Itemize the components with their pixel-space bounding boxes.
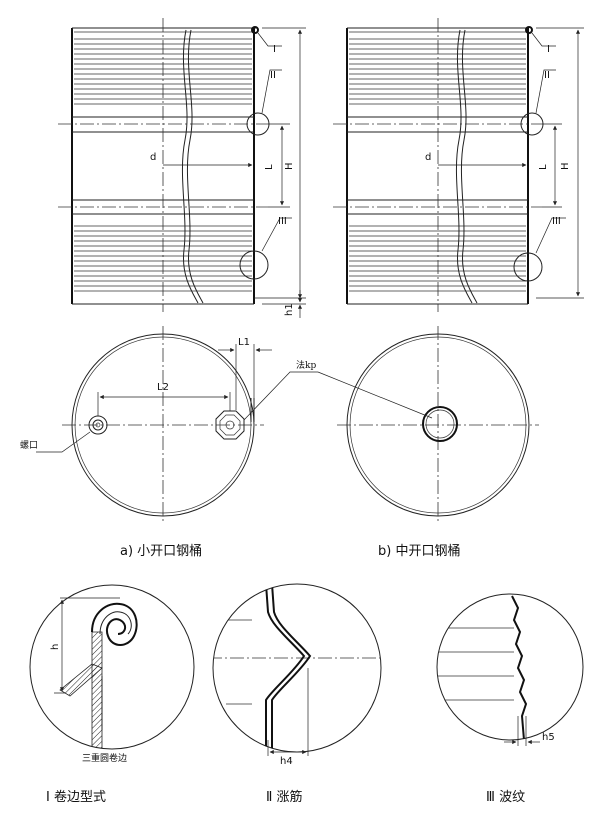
caption-detail-III: Ⅲ 波纹 — [486, 790, 525, 805]
detail-III-dim-h5: h5 — [542, 732, 555, 743]
drum-b-marker-II: II — [544, 70, 550, 81]
detail-II-dim-h4: h4 — [280, 756, 293, 767]
note-small-opening: 螺口 — [20, 440, 38, 451]
caption-mid-opening-drum: b) 中开口钢桶 — [378, 544, 460, 559]
drum-b-marker-I: I — [547, 44, 550, 55]
detail-II-rolling-hoop: h4 — [212, 583, 382, 767]
drum-a-dim-L1: L1 — [238, 337, 250, 348]
caption-detail-II: Ⅱ 涨筋 — [266, 789, 303, 805]
drum-b-dim-L: L — [538, 164, 549, 170]
note-mid-opening: 法kp — [296, 359, 316, 371]
drum-a-dim-L2: L2 — [157, 382, 169, 393]
drum-a-bottom-corrugation — [74, 225, 252, 292]
drum-a-marker-II: II — [270, 70, 276, 81]
detail-I-dim-h: h — [50, 644, 61, 650]
large-bung-opening — [215, 410, 245, 440]
drum-a-top-view: L2 L1 螺口 法kp — [20, 326, 318, 524]
drum-a-dim-d: d — [150, 152, 156, 163]
drum-b-side-view: I II III d L H — [333, 18, 584, 312]
drum-a-marker-I: I — [273, 44, 276, 55]
caption-small-opening-drum: a) 小开口钢桶 — [120, 544, 202, 559]
drum-b-bottom-corrugation — [349, 225, 526, 292]
drum-b-dim-H: H — [560, 162, 571, 170]
drum-a-marker-III: III — [278, 216, 287, 227]
drum-b-dim-d: d — [425, 152, 431, 163]
drum-a-side-view: I II III d L H h1 — [58, 18, 306, 318]
drum-b-top-corrugation — [349, 38, 526, 105]
detail-III-corrugation: h5 — [436, 593, 584, 746]
detail-I-curl: h 三重圆卷边 — [29, 584, 195, 764]
drum-a-dim-h1: h1 — [284, 303, 295, 316]
drum-b-top-view — [317, 326, 539, 524]
drum-b-marker-III: III — [552, 216, 561, 227]
note-triple-curl: 三重圆卷边 — [82, 752, 127, 764]
drum-a-dim-H: H — [284, 162, 295, 170]
caption-detail-I: Ⅰ 卷边型式 — [46, 789, 106, 805]
drum-a-dim-L: L — [264, 164, 275, 170]
